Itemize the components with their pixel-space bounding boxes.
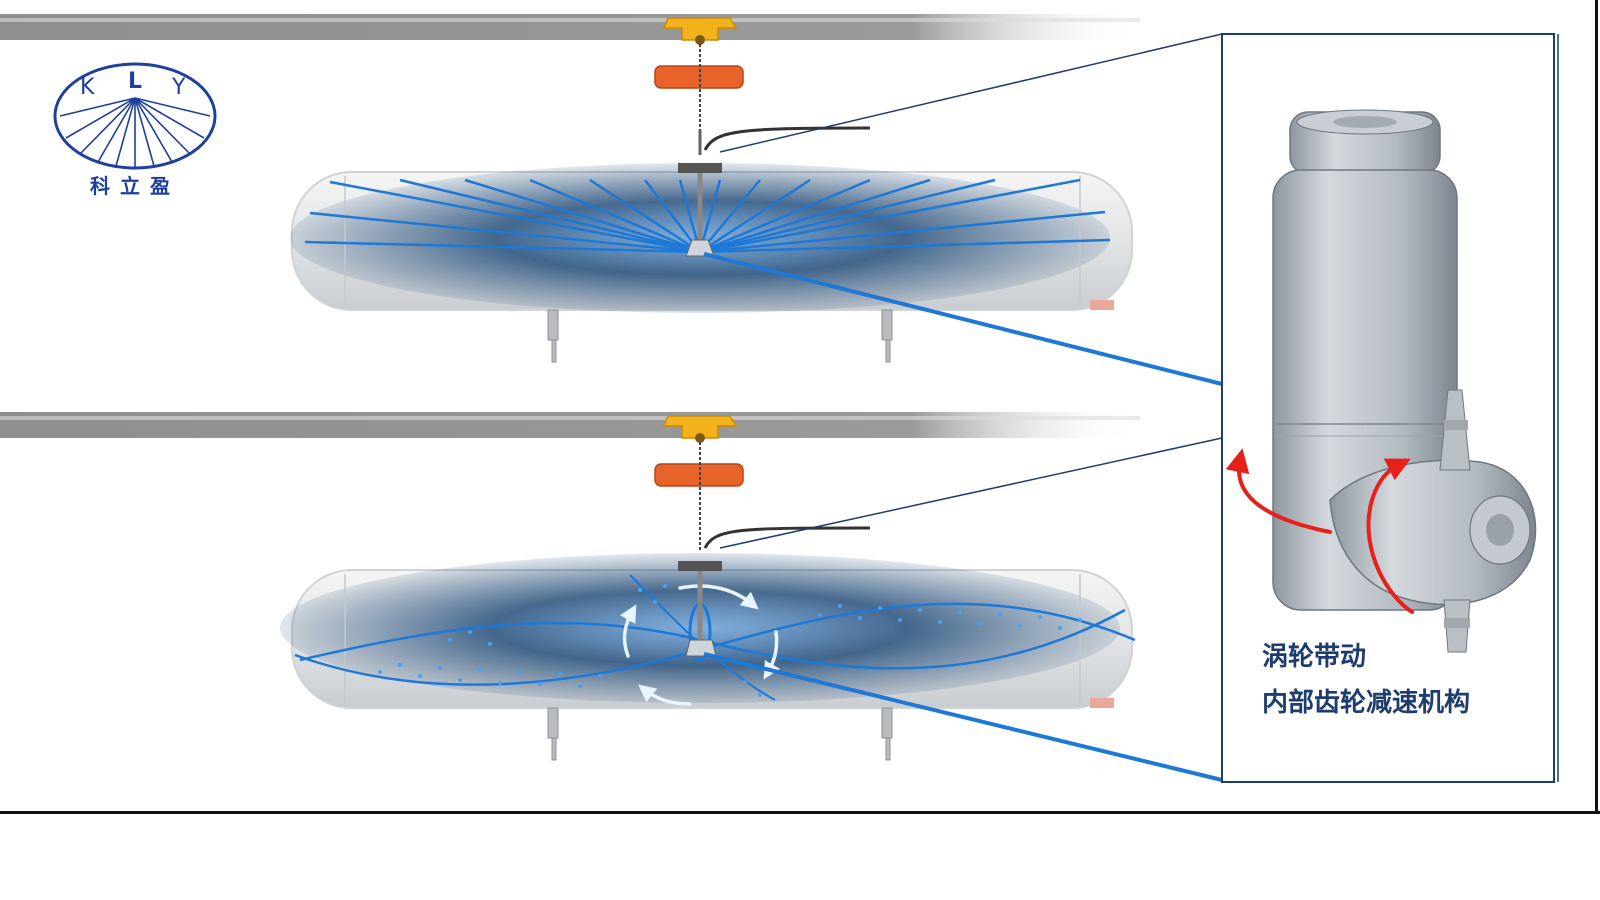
spray-droplets-bottom (378, 584, 1082, 697)
rotary-nozzle-device (1272, 109, 1537, 653)
overhead-rail-top (0, 14, 1140, 40)
overhead-rail-bottom (0, 412, 1140, 438)
callout-caption-line2: 内部齿轮减速机构 (1262, 688, 1471, 718)
bottom-scene (0, 412, 1140, 761)
detail-panel (1221, 33, 1559, 783)
trolley-hoist-icon (662, 415, 738, 443)
logo-name-cn: 科立盈 (90, 174, 180, 198)
rotation-red-arrows (1225, 448, 1414, 614)
spray-jets-top (304, 178, 1111, 254)
logo-letter-l: L (128, 69, 142, 94)
rotary-jet-head-icon (685, 639, 717, 657)
callout-lines (703, 33, 1223, 782)
trolley-hoist-icon (662, 17, 738, 45)
callout-caption-line1: 涡轮带动 (1262, 642, 1367, 672)
logo-letter-y: Y (171, 75, 186, 100)
logo-letter-k: K (80, 75, 95, 100)
frame-border-bottom (0, 811, 1600, 814)
top-scene (0, 14, 1140, 363)
kly-logo-icon: K L Y (53, 62, 217, 170)
frame-border-right (1595, 0, 1598, 814)
